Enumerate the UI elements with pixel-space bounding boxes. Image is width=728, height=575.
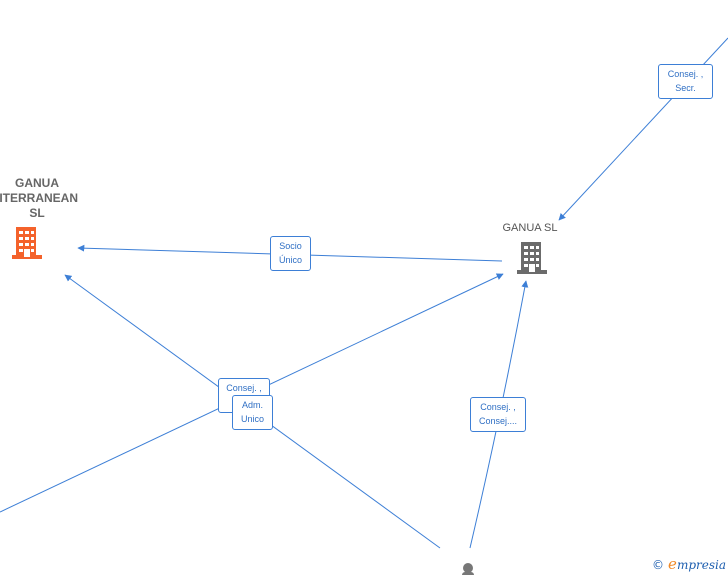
edge-label-line: Adm. (241, 400, 263, 410)
building-icon[interactable] (12, 227, 42, 259)
empresia-watermark: ©empresia (652, 555, 726, 573)
edge-label-line: Socio (279, 241, 302, 251)
edge-label-line: Consej.... (478, 416, 518, 426)
node-label-line: GANUA (15, 176, 59, 190)
node-label-line: SL (29, 206, 45, 220)
person-icon[interactable] (462, 563, 474, 575)
edge-label-line: Único (278, 255, 302, 265)
edge-label-consej-bottom[interactable]: Consej. , Consej.... (470, 397, 526, 432)
copyright-icon: © (652, 558, 665, 572)
edge-label-socio-unico[interactable]: Socio Único (270, 236, 311, 271)
edge-label-line: Consej. , (667, 69, 704, 79)
brand-name: mpresia (676, 558, 726, 572)
edge-label-line: Unico (240, 414, 264, 424)
node-label-ganua-mediterranean[interactable]: GANUA ITERRANEAN SL (0, 176, 82, 221)
edge-label-adm-unico[interactable]: Adm. Unico (232, 395, 273, 430)
node-label-ganua-sl[interactable]: GANUA SL (502, 222, 558, 234)
building-icon[interactable] (517, 242, 547, 274)
edge-label-line: Secr. (675, 83, 696, 93)
edge-label-line: Consej. , (226, 383, 262, 393)
brand-initial: e (668, 555, 677, 573)
edge-label-consej-secr[interactable]: Consej. , Secr. (658, 64, 713, 99)
node-label-line: ITERRANEAN (0, 191, 78, 205)
edge-label-line: Consej. , (480, 402, 516, 412)
